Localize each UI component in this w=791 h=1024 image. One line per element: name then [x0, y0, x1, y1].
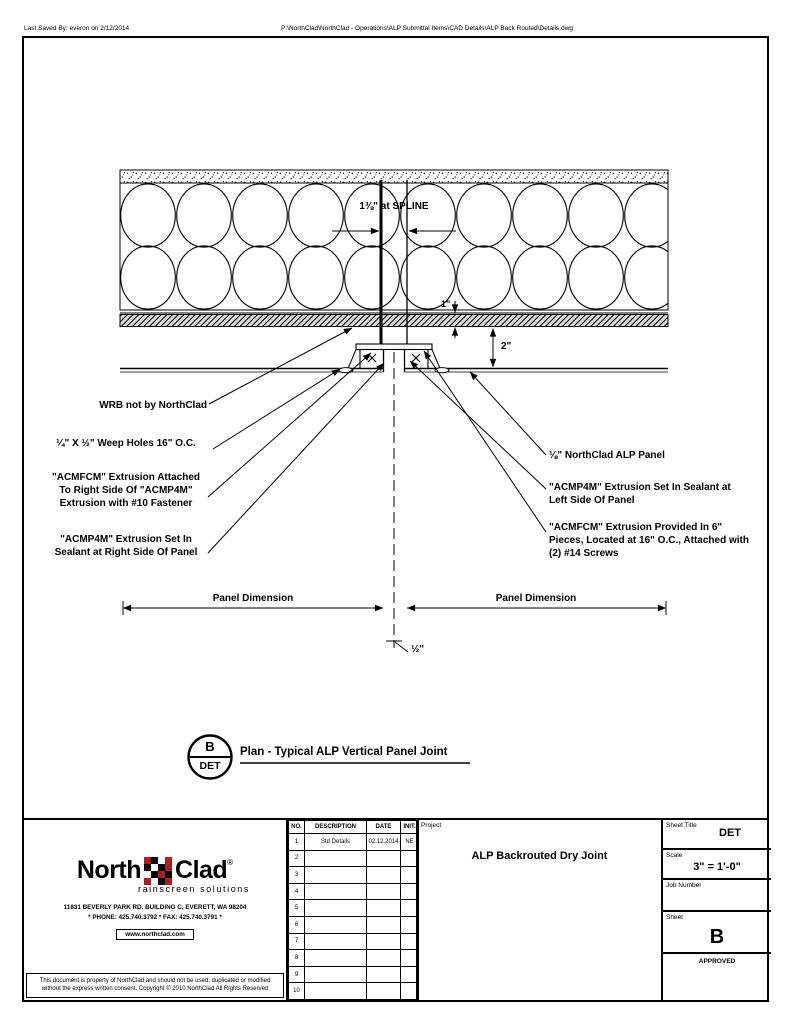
- scale-value: 3" = 1'-0": [693, 861, 741, 873]
- revision-header-row: NO. DESCRIPTION DATE INIT.: [288, 820, 419, 834]
- detail-bubble-label: DET: [199, 760, 221, 772]
- revision-row: 5: [288, 899, 419, 917]
- label-weep-holes: ¼" X ½" Weep Holes 16" O.C.: [56, 438, 196, 449]
- revision-row: 8: [288, 949, 419, 967]
- address-line-1: 11831 BEVERLY PARK RD. BUILDING C, EVERE…: [63, 904, 247, 911]
- revision-row: 3: [288, 866, 419, 884]
- website-link[interactable]: www.northclad.com: [116, 928, 194, 940]
- project-title: ALP Backrouted Dry Joint: [471, 850, 608, 862]
- registered-mark: ®: [227, 858, 234, 867]
- address-line-2: * PHONE: 425.740.3792 * FAX: 425.740.379…: [88, 913, 222, 921]
- logo-tagline: rainscreen solutions: [137, 884, 251, 894]
- sheet-info-panel: Sheet Title DET Scale 3" = 1'-0" Job Num…: [663, 820, 771, 1000]
- approved-label: APPROVED: [698, 958, 736, 965]
- job-number-cell: Job Number: [663, 880, 771, 912]
- detail-title: Plan - Typical ALP Vertical Panel Joint: [240, 746, 448, 758]
- northclad-logo-checker-icon: [144, 856, 173, 885]
- logo-text-north: North: [76, 856, 142, 884]
- detail-bubble-letter: B: [205, 739, 215, 754]
- label-wrb: WRB not by NorthClad: [99, 400, 207, 411]
- logo-panel: North Clad ® rainscreen solutions 11831 …: [24, 820, 288, 1000]
- revision-row: 4: [288, 882, 419, 901]
- logo-text-clad: Clad: [175, 856, 228, 884]
- sheet-title-cell: Sheet Title DET: [663, 820, 771, 850]
- label-alp-panel: ⅛" NorthClad ALP Panel: [549, 450, 665, 461]
- dim-board: 1": [441, 299, 451, 309]
- revision-row: 9: [288, 965, 419, 984]
- revision-row: 10: [288, 982, 419, 1000]
- dim-spline: 1⅜" at SPLINE: [359, 201, 429, 212]
- northclad-logo: North Clad ®: [77, 856, 233, 885]
- sheet-value: B: [709, 926, 725, 948]
- label-acmfcm-attached: "ACMFCM" Extrusion Attached To Right Sid…: [51, 472, 200, 510]
- label-acmp4m-right: "ACMP4M" Extrusion Set In Sealant at Rig…: [54, 534, 198, 559]
- dim-joint-width: ½": [411, 644, 425, 655]
- sheet-cell: Sheet B: [663, 912, 771, 954]
- scale-cell: Scale 3" = 1'-0": [663, 850, 771, 880]
- dim-cavity: 2": [501, 341, 512, 352]
- sheet-title-value: DET: [719, 827, 741, 839]
- dim-panel-right: Panel Dimension: [495, 593, 577, 604]
- title-block: North Clad ® rainscreen solutions 11831 …: [22, 818, 771, 1002]
- copyright-disclaimer: This document is property of NorthClad a…: [26, 972, 284, 998]
- project-panel: Project ALP Backrouted Dry Joint: [418, 820, 663, 1000]
- label-acmp4m-left: "ACMP4M" Extrusion Set In Sealant at Lef…: [549, 482, 731, 507]
- revision-row: 6: [288, 915, 419, 934]
- file-path-text: P:\NorthClad\NorthClad - Operations\ALP …: [281, 25, 574, 32]
- project-label: Project: [421, 822, 442, 829]
- last-saved-text: Last Saved By: everon on 2/12/2014: [24, 25, 130, 32]
- dim-panel-left: Panel Dimension: [212, 593, 294, 604]
- revision-row: 7: [288, 932, 419, 951]
- approved-cell: APPROVED: [663, 954, 771, 998]
- revision-row: 2: [288, 849, 419, 868]
- label-acmfcm-pieces: "ACMFCM" Extrusion Provided In 6" Pieces…: [549, 522, 749, 560]
